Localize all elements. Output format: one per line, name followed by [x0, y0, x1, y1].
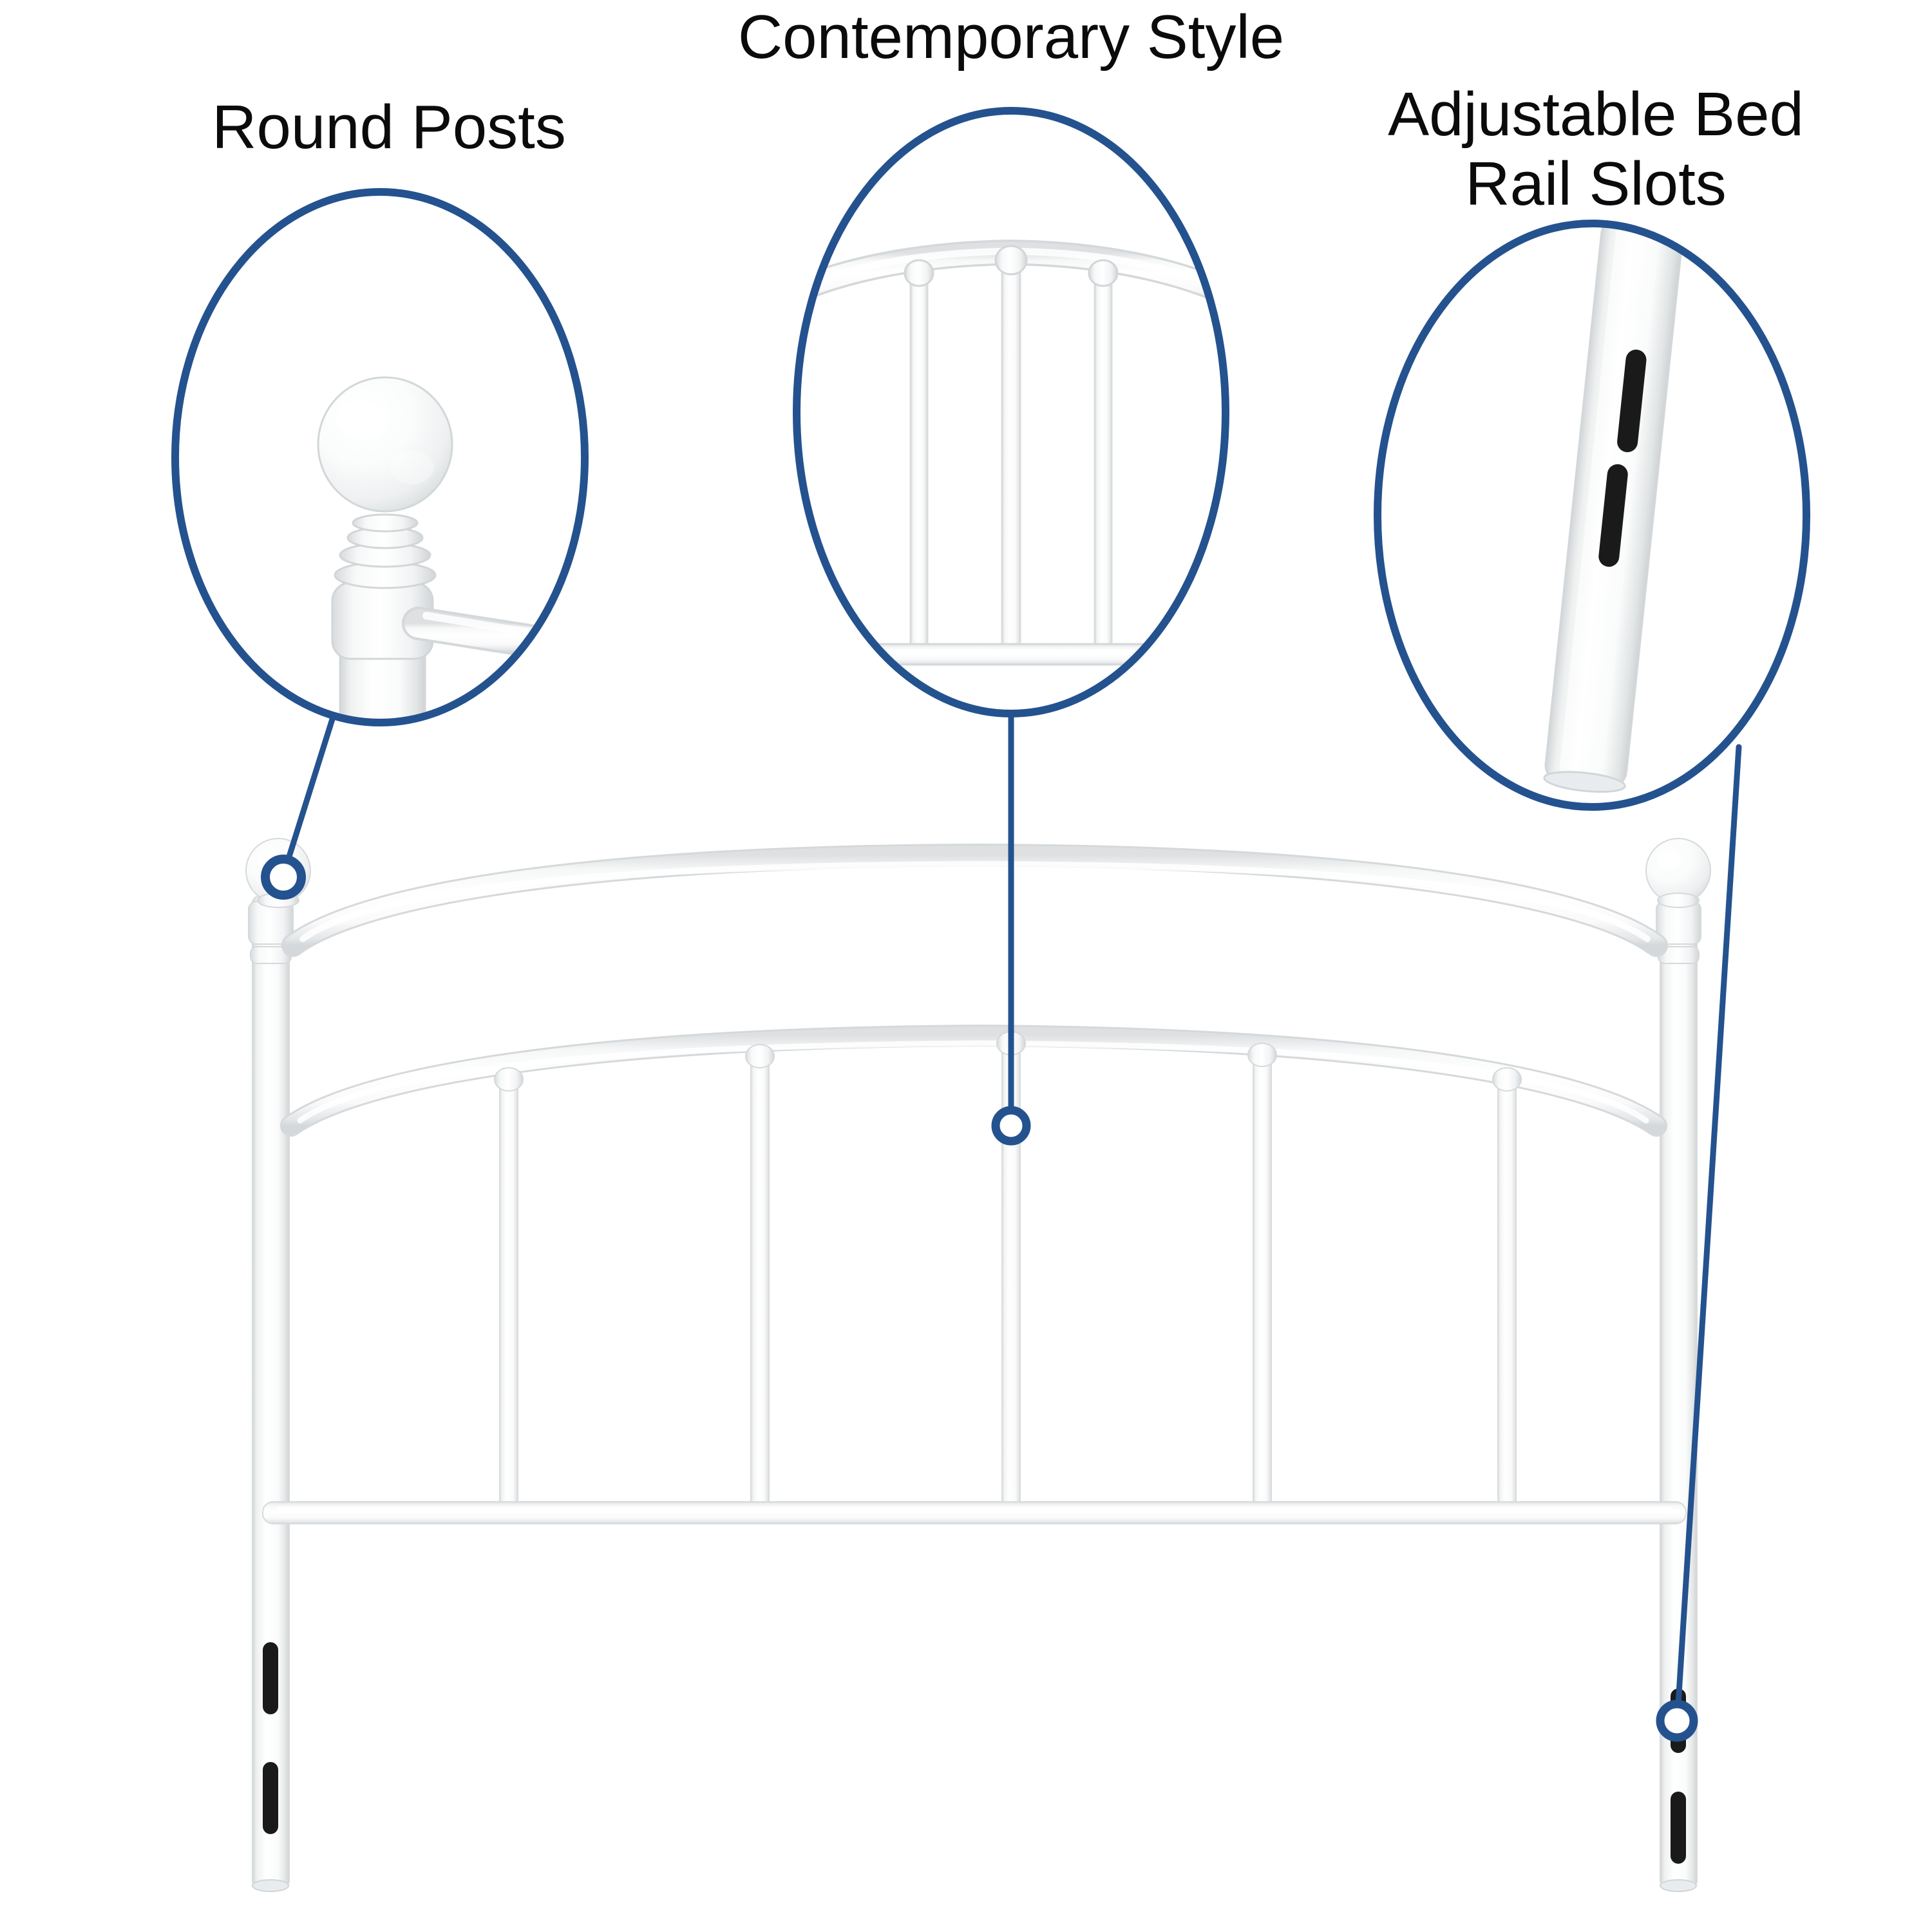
leader-endpoint-marker-round-posts [261, 855, 306, 900]
finial-right [1645, 838, 1711, 908]
post-left [248, 896, 294, 1892]
slot-right-lower [1671, 1792, 1686, 1864]
leader-line-adjustable-bed-rail-slots [1675, 744, 1742, 1707]
leader-endpoint-marker-adjustable-bed-rail-slots [1656, 1700, 1698, 1742]
spindle-5 [1497, 1076, 1517, 1517]
detail-slot-lower [1598, 464, 1628, 567]
slot-left-lower [263, 1762, 278, 1834]
callout-label-contemporary-style: Contemporary Style [738, 3, 1284, 71]
spindle-joint-knobs [494, 1031, 1522, 1092]
detail-slot-upper [1617, 349, 1647, 453]
spindle-2 [750, 1053, 770, 1517]
top-arch-rail-highlight [299, 860, 1651, 942]
headboard-illustration [245, 838, 1711, 1892]
callout-adjustable-bed-rail-slots[interactable]: Adjustable Bed Rail Slots [1372, 80, 1816, 1742]
spindle-4 [1253, 1052, 1272, 1517]
adjustable-bed-rail-slots-detail-art [1381, 227, 1803, 803]
leader-endpoint-marker-contemporary-style [991, 1106, 1031, 1146]
callout-contemporary-style[interactable]: Contemporary Style [738, 3, 1284, 1146]
bed-rail-slots-left [263, 1642, 278, 1834]
second-arch-rail-highlight [297, 1040, 1649, 1124]
callout-label-adjustable-bed-rail-slots-line2: Rail Slots [1465, 149, 1726, 218]
bottom-rail-highlight [277, 1507, 1672, 1513]
spindle-1 [499, 1076, 518, 1517]
callout-circle-round-posts [171, 188, 589, 726]
callout-label-round-posts: Round Posts [212, 93, 566, 162]
callout-circle-adjustable-bed-rail-slots [1374, 220, 1810, 811]
slot-left-upper [263, 1642, 278, 1714]
callout-label-adjustable-bed-rail-slots-line1: Adjustable Bed [1388, 80, 1804, 149]
leader-line-round-posts [283, 708, 338, 870]
contemporary-style-detail-art [800, 115, 1222, 710]
callout-circle-contemporary-style [793, 107, 1229, 717]
